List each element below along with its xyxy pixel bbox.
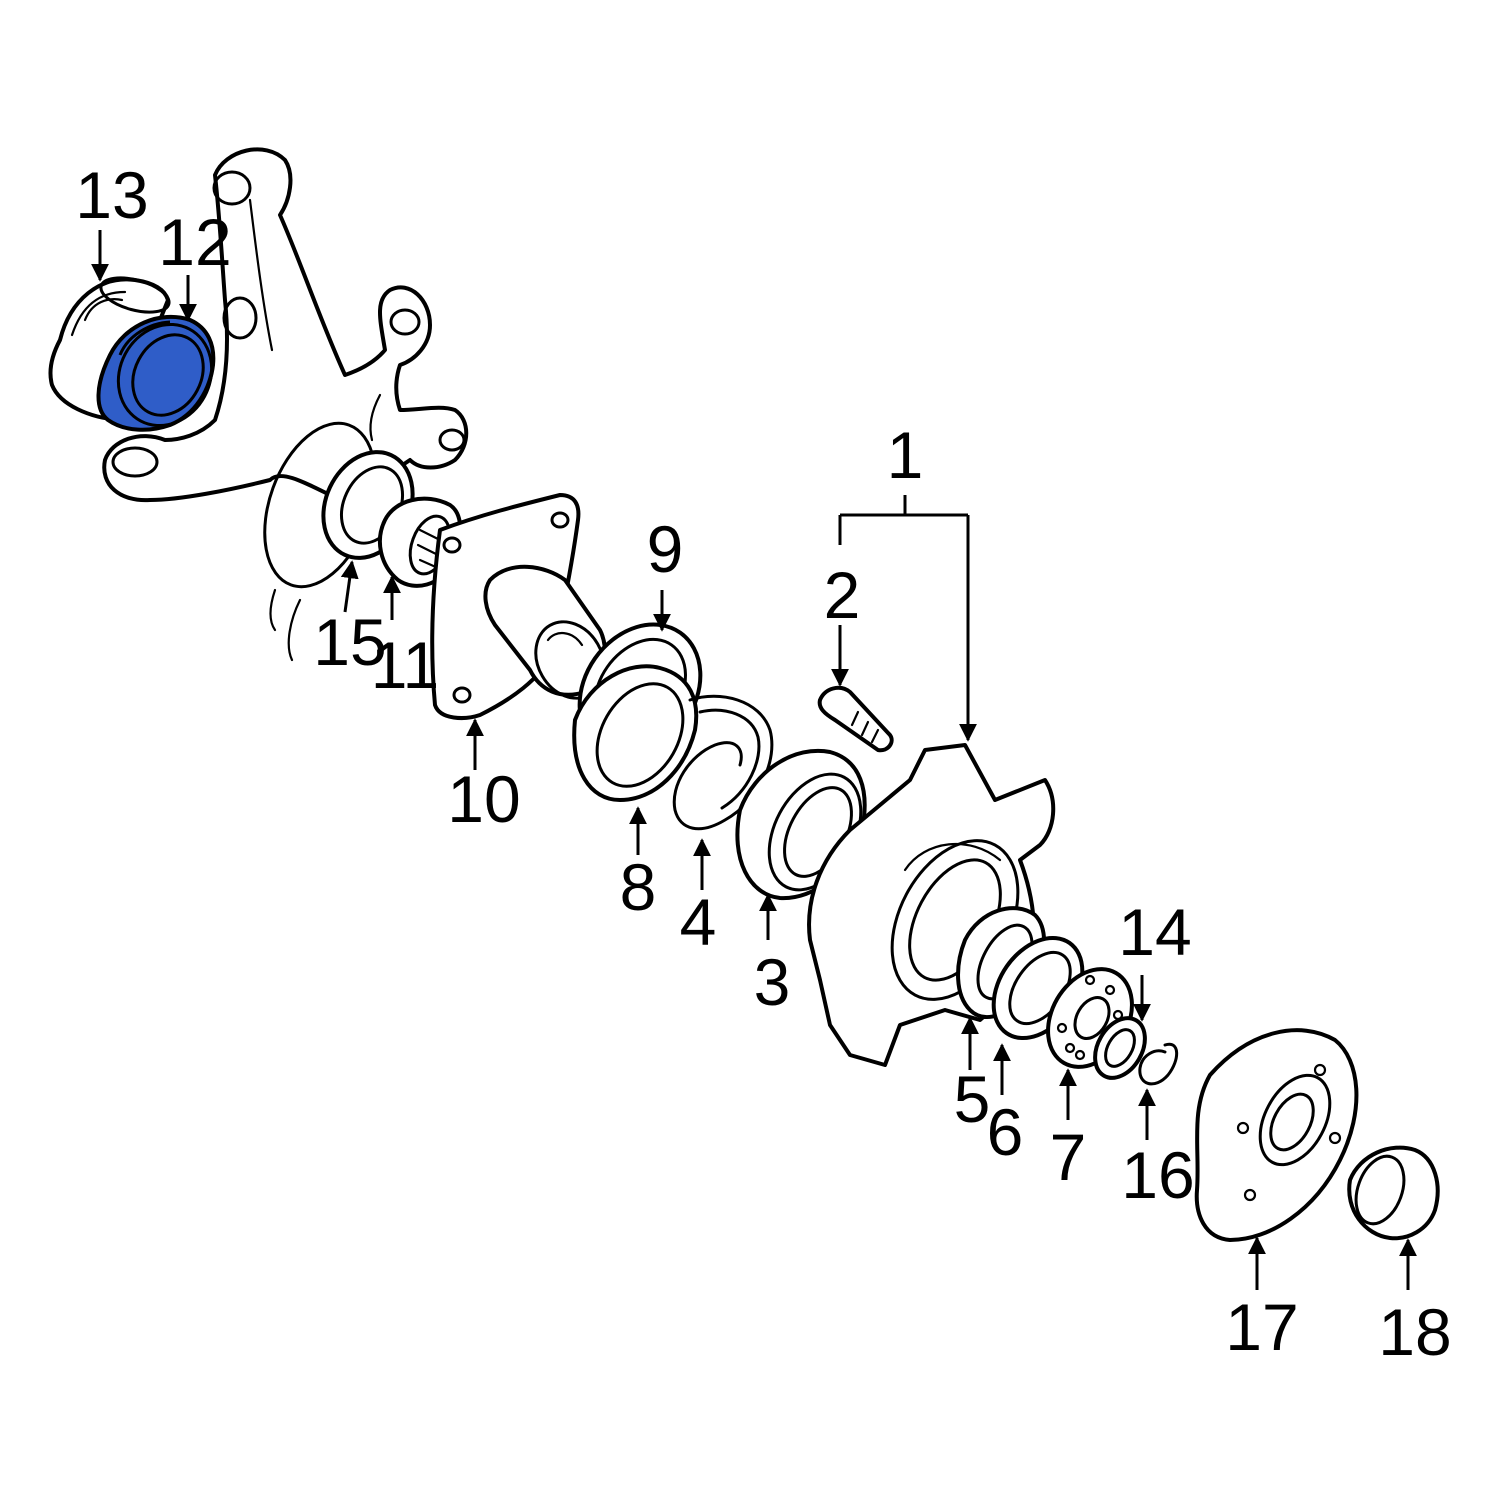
callout-4: 4 [680,885,717,959]
callout-9: 9 [647,512,684,586]
part-12-seal-highlighted [96,314,216,432]
callout-11: 11 [371,628,440,702]
leader-lines [91,230,1417,1290]
part-10-spindle-plate [430,493,607,720]
callout-16: 16 [1121,1138,1194,1212]
part-2-wheel-stud [817,685,894,753]
part-4-snap-ring [672,694,774,831]
callout-15: 15 [313,605,386,679]
callout-7: 7 [1050,1120,1087,1194]
callout-12: 12 [158,205,231,279]
callout-3: 3 [754,945,791,1019]
callout-13: 13 [75,158,148,232]
callout-1: 1 [887,418,924,492]
callout-14: 14 [1118,895,1191,969]
callout-2: 2 [824,558,861,632]
callout-17: 17 [1225,1290,1298,1364]
part-8-seal [572,664,699,802]
part-13-bearing-race [48,276,171,422]
part-16-clip [1138,1042,1179,1086]
part-17-wheel-hub [1194,1028,1359,1242]
callout-6: 6 [987,1095,1024,1169]
callout-8: 8 [620,850,657,924]
callout-18: 18 [1378,1295,1451,1369]
steering-knuckle [102,147,469,662]
part-18-hub-cap [1347,1145,1440,1241]
callout-5: 5 [954,1062,991,1136]
callout-10: 10 [447,762,520,836]
callout-labels: 1 2 3 4 5 6 7 8 9 10 11 12 13 14 15 16 1… [75,158,1451,1369]
